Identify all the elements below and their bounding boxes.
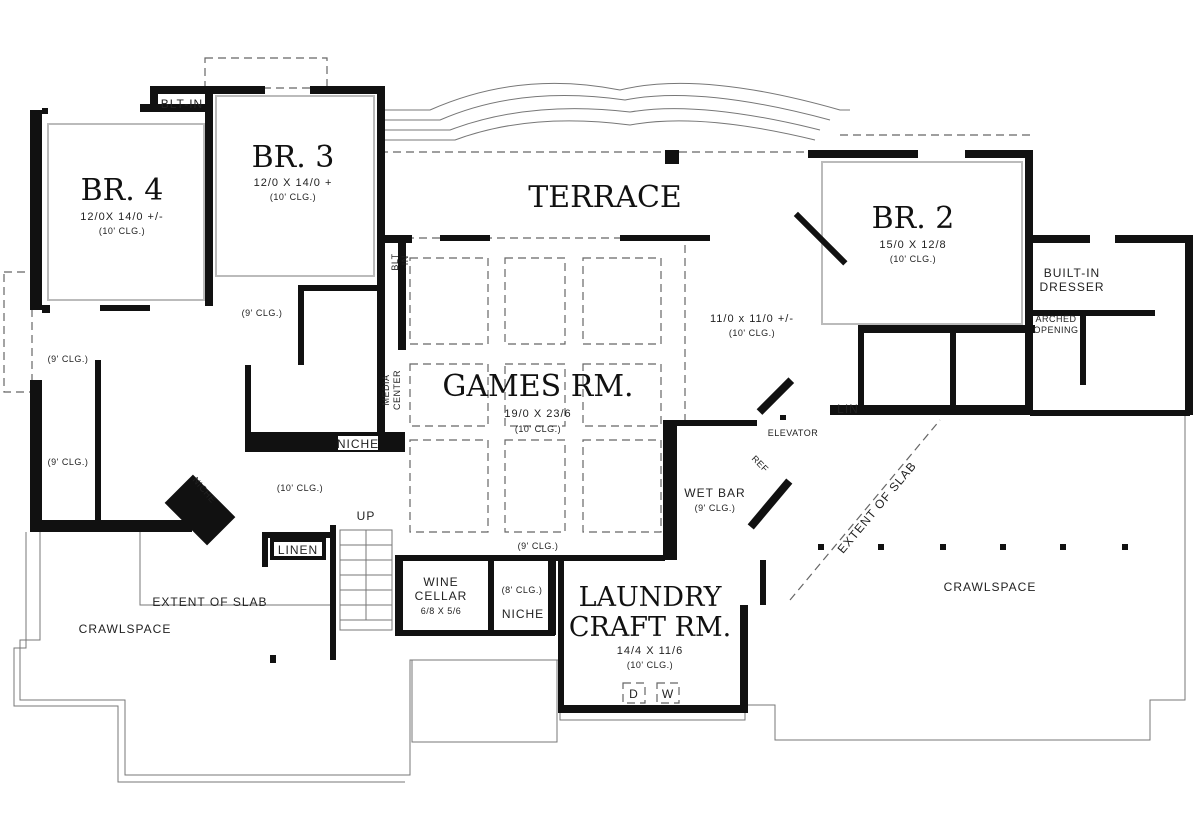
room-name-wet-bar: WET BAR	[684, 486, 745, 500]
ceiling-hall-9-d: (9' CLG.)	[518, 541, 559, 551]
extent-of-slab-left: EXTENT OF SLAB	[152, 595, 267, 609]
room-size-games: 19/0 X 23/6	[504, 408, 571, 420]
terrace-outline	[3, 57, 1030, 393]
ceiling-wine-hall-8: (8' CLG.)	[502, 585, 543, 595]
ceiling-wet-bar: (9' CLG.)	[695, 503, 736, 513]
media-center-label-1: MEDIA	[381, 374, 391, 405]
media-center-label-2: CENTER	[392, 370, 402, 410]
ceiling-laundry: (10' CLG.)	[627, 660, 673, 670]
ceiling-games: (10' CLG.)	[515, 424, 561, 434]
arched-opening-label-1: ARCHED	[1035, 314, 1076, 324]
room-outlines	[47, 95, 1023, 606]
ceiling-bath-9-c: (9' CLG.)	[48, 457, 89, 467]
ceiling-hall-9-a: (9' CLG.)	[242, 308, 283, 318]
ceiling-br3: (10' CLG.)	[270, 192, 316, 202]
room-size-wine: 6/8 X 5/6	[421, 606, 462, 616]
room-size-br2: 15/0 X 12/8	[879, 239, 946, 251]
room-name-br2: BR. 2	[872, 201, 955, 236]
room-size-den: 11/0 x 11/0 +/-	[710, 313, 794, 325]
blt-in-side-label-2: -IN	[400, 255, 410, 269]
room-size-laundry: 14/4 X 11/6	[617, 645, 683, 657]
slab-markers	[270, 544, 1128, 663]
ceiling-br2: (10' CLG.)	[890, 254, 936, 264]
extent-of-slab-right: EXTENT OF SLAB	[835, 459, 920, 556]
crawlspace-left: CRAWLSPACE	[79, 622, 172, 636]
room-name-br3: BR. 3	[252, 140, 335, 175]
ceiling-hall-10: (10' CLG.)	[277, 483, 323, 493]
room-name-wine-1: WINE	[423, 575, 458, 589]
lin-label: LIN	[837, 402, 859, 416]
blt-in-label: BLT-IN	[161, 97, 203, 111]
linen-label: LINEN	[278, 543, 318, 557]
walls	[30, 86, 1193, 713]
ref-label: REF	[750, 453, 771, 474]
room-name-laundry-1: LAUNDRY	[579, 582, 723, 613]
room-size-br4: 12/0X 14/0 +/-	[80, 211, 163, 223]
ceiling-br4: (10' CLG.)	[99, 226, 145, 236]
built-in-dresser-label-2: DRESSER	[1039, 280, 1104, 294]
ceiling-den: (10' CLG.)	[729, 328, 775, 338]
room-name-games: GAMES RM.	[442, 369, 633, 404]
blt-in-side-label-1: BLT	[390, 253, 400, 270]
stairs[interactable]	[339, 529, 393, 631]
built-in-dresser-label-1: BUILT-IN	[1044, 266, 1100, 280]
elevator-label: ELEVATOR	[768, 428, 819, 438]
room-name-wine-2: CELLAR	[415, 589, 468, 603]
arched-opening-label-2: OPENING	[1033, 325, 1078, 335]
washer-label: W	[662, 687, 674, 701]
room-size-br3: 12/0 X 14/0 +	[254, 177, 333, 189]
ceiling-bath-9-b: (9' CLG.)	[48, 354, 89, 364]
niche-wine-label: NICHE	[502, 607, 544, 621]
room-name-terrace: TERRACE	[528, 180, 682, 215]
dryer-label: D	[629, 687, 639, 701]
crawlspace-right: CRAWLSPACE	[944, 580, 1037, 594]
room-name-br4: BR. 4	[81, 173, 164, 208]
niche-bath-label: NICHE	[337, 437, 379, 451]
stairs-up-label: UP	[357, 509, 376, 523]
room-name-laundry-2: CRAFT RM.	[569, 612, 731, 643]
